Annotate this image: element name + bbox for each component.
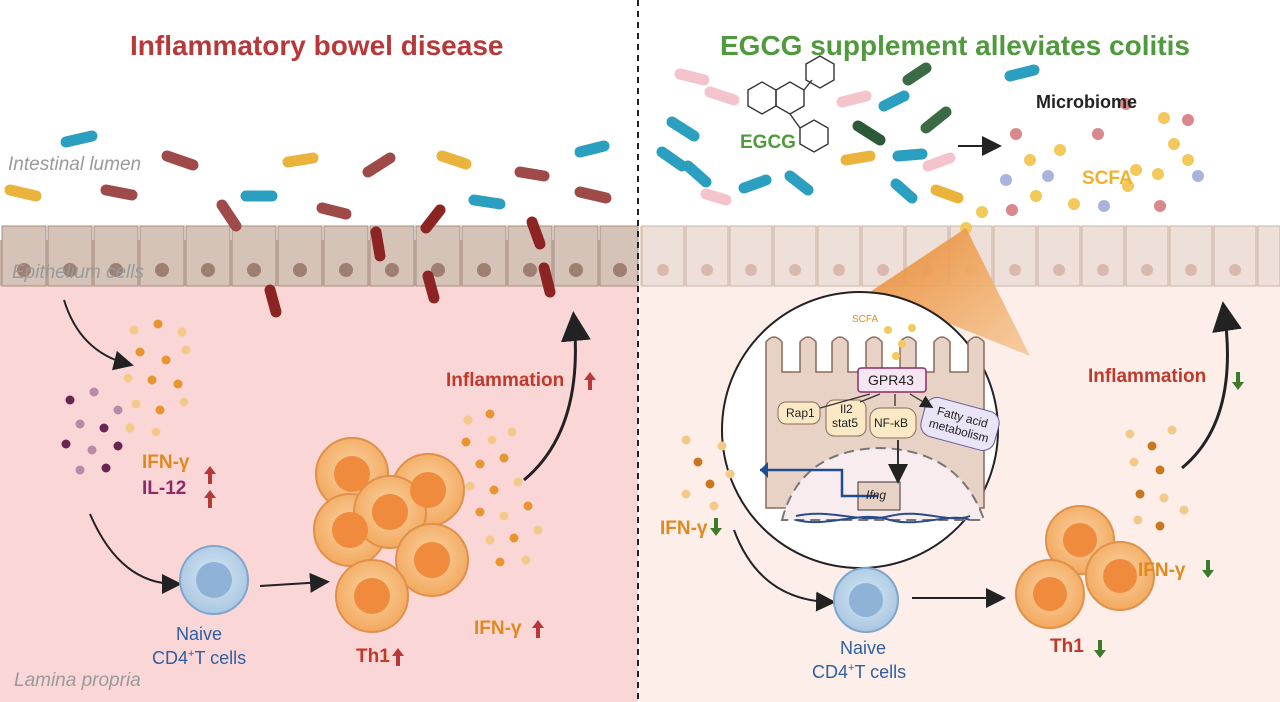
scfa-particles — [960, 98, 1204, 234]
left-bacteria — [4, 130, 612, 318]
right-ifng-label-2: IFN-γ — [1138, 560, 1186, 581]
left-th1-label: Th1 — [356, 646, 390, 667]
egcg-label: EGCG — [740, 132, 796, 153]
rap1-label: Rap1 — [786, 406, 815, 420]
zoom-beam — [870, 228, 1030, 356]
right-th1-label: Th1 — [1050, 636, 1084, 657]
right-ifng-dots — [681, 435, 735, 511]
down-arrows — [710, 372, 1244, 658]
up-arrows — [204, 372, 596, 666]
left-naive-label-2: CD4+T cells — [152, 648, 247, 668]
right-arrows — [733, 136, 1242, 612]
scfa-label: SCFA — [1082, 168, 1133, 189]
left-naive-t-cell — [179, 545, 249, 615]
epithelium-cells-label: Epithelium cells — [12, 262, 144, 283]
right-naive-t-cell — [833, 567, 899, 633]
left-title: Inflammatory bowel disease — [130, 30, 504, 61]
stat5-label: stat5 — [832, 416, 859, 430]
il2-label: Il2 — [840, 402, 853, 416]
right-bacteria — [656, 62, 1040, 206]
right-naive-label-1: Naive — [840, 638, 887, 658]
right-naive-label-2: CD4+T cells — [812, 662, 907, 682]
left-ifng-dots — [123, 319, 191, 437]
right-epithelium — [640, 225, 1280, 287]
left-arrows — [63, 299, 591, 594]
right-title: EGCG supplement alleviates colitis — [720, 30, 1190, 61]
left-ifng-dots-2 — [461, 409, 543, 567]
zoom-circle — [721, 291, 1000, 569]
scfa-small-label: SCFA — [852, 314, 879, 325]
left-il12-label: IL-12 — [142, 478, 187, 499]
lamina-propria-label: Lamina propria — [14, 670, 141, 691]
left-inflammation-label: Inflammation — [446, 370, 565, 391]
left-naive-label-1: Naive — [176, 624, 223, 644]
right-inflammation-label: Inflammation — [1088, 366, 1207, 387]
egcg-molecule — [747, 55, 835, 153]
right-ifng-dots-2 — [1125, 425, 1189, 531]
ifng-gene-label: Ifng — [866, 488, 887, 502]
left-th1-cluster — [313, 437, 469, 633]
gpr43-label: GPR43 — [868, 372, 914, 388]
left-ifng-label-2: IFN-γ — [474, 618, 522, 639]
nfkb-label: NF-κB — [874, 416, 908, 430]
left-il12-dots — [61, 387, 123, 475]
right-ifng-label: IFN-γ — [660, 518, 708, 539]
right-th1-cells — [1015, 505, 1155, 629]
microbiome-label: Microbiome — [1036, 92, 1138, 112]
intestinal-lumen-label: Intestinal lumen — [8, 154, 142, 175]
left-ifng-label: IFN-γ — [142, 452, 190, 473]
